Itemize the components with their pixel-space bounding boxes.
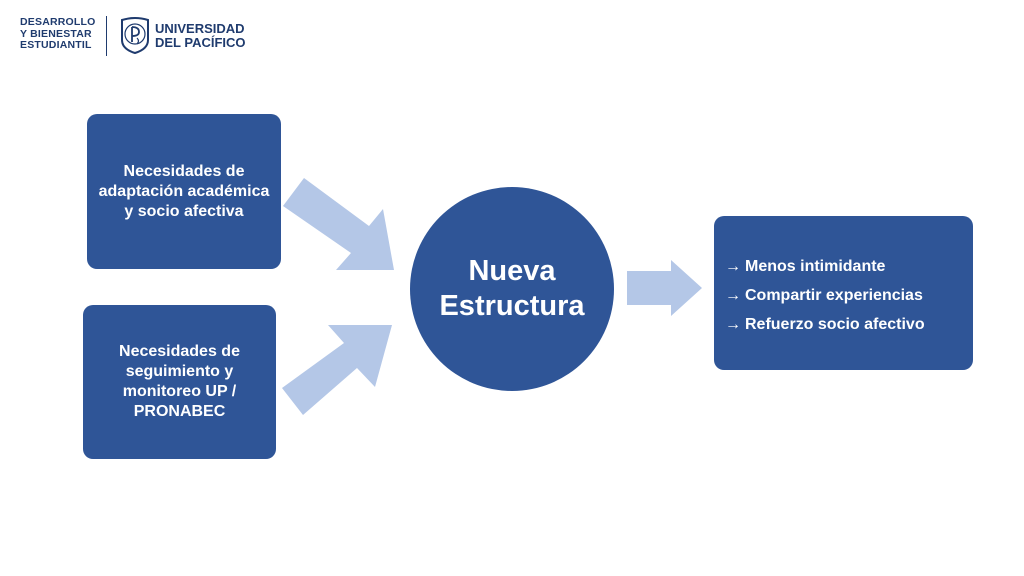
arrow-right-icon: → <box>725 257 741 275</box>
uni-line-1: UNIVERSIDAD <box>155 21 245 36</box>
department-logo: DESARROLLO Y BIENESTAR ESTUDIANTIL <box>20 16 102 52</box>
center-title-line-1: Nueva <box>468 255 556 287</box>
dept-line-1: DESARROLLO <box>20 16 96 28</box>
center-title-line-2: Estructura <box>439 290 585 322</box>
dept-line-2: Y BIENESTAR <box>20 27 92 40</box>
result-item-label: Menos intimidante <box>745 257 886 275</box>
results-box: → Menos intimidante → Compartir experien… <box>714 216 973 370</box>
input-box-monitoring-text: Necesidades de seguimiento y monitoreo U… <box>119 343 240 420</box>
input-box-adaptation-text: Necesidades de adaptación académica y so… <box>98 162 270 220</box>
university-name: UNIVERSIDAD DEL PACÍFICO <box>155 22 246 49</box>
logo-divider <box>106 16 107 56</box>
arrow-right-icon: → <box>725 286 741 304</box>
arrow-center-to-results <box>627 260 702 316</box>
arrow-right-icon: → <box>725 315 741 333</box>
result-item: → Refuerzo socio afectivo <box>725 310 973 339</box>
result-item: → Compartir experiencias <box>725 281 973 310</box>
input-box-adaptation: Necesidades de adaptación académica y so… <box>87 114 281 269</box>
result-item: → Menos intimidante <box>725 252 973 281</box>
dept-line-3: ESTUDIANTIL <box>20 39 92 51</box>
university-seal-icon <box>121 17 149 54</box>
uni-line-2: DEL PACÍFICO <box>155 34 246 50</box>
center-circle: Nueva Estructura <box>410 187 614 391</box>
input-box-monitoring: Necesidades de seguimiento y monitoreo U… <box>83 305 276 459</box>
result-item-label: Compartir experiencias <box>745 286 923 304</box>
arrow-input2-to-center <box>282 325 392 415</box>
arrow-input1-to-center <box>283 178 394 270</box>
result-item-label: Refuerzo socio afectivo <box>745 315 925 333</box>
